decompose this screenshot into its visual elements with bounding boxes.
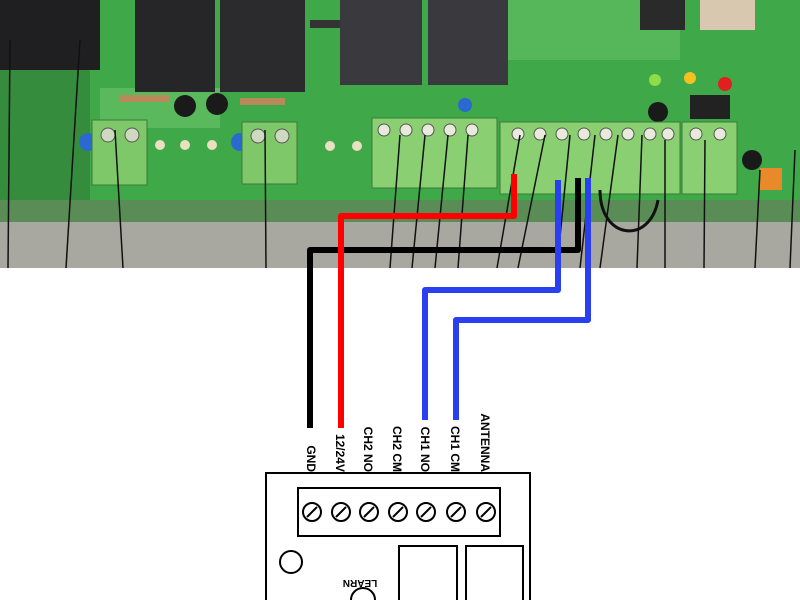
learn-button[interactable] — [350, 587, 376, 600]
resistor — [240, 98, 285, 105]
diode — [310, 20, 340, 28]
pin — [325, 141, 335, 151]
screw-slot — [363, 506, 375, 518]
capacitor — [206, 93, 228, 115]
led-green — [649, 74, 661, 86]
terminal-screw — [274, 128, 290, 144]
terminal-screw — [100, 127, 116, 143]
pin — [207, 140, 217, 150]
pin — [180, 140, 190, 150]
dip-switch — [700, 0, 755, 30]
wire-power — [338, 174, 517, 428]
resistor — [120, 95, 170, 102]
screw-slot — [480, 506, 492, 518]
wire-gnd — [307, 178, 581, 428]
terminal-block-mid — [241, 121, 298, 185]
terminal-label: CH2 NO — [361, 427, 375, 472]
terminal-screw — [124, 127, 140, 143]
terminal-label: 12/24V — [333, 434, 347, 472]
terminal-label: CH1 CM — [448, 426, 462, 472]
mounting-hole — [279, 550, 303, 574]
wires — [307, 174, 591, 428]
terminal-label: ANTENNA — [478, 413, 492, 472]
led-yellow — [684, 72, 696, 84]
terminal-label: CH1 NO — [418, 427, 432, 472]
capacitor — [648, 102, 668, 122]
screw-slot — [450, 506, 462, 518]
screw-slot — [392, 506, 404, 518]
pin — [352, 141, 362, 151]
terminal-label: CH2 CM — [390, 426, 404, 472]
pcb-silk-area — [0, 60, 90, 200]
learn-label: LEARN — [343, 577, 377, 588]
chip — [640, 0, 685, 30]
led-red — [718, 77, 732, 91]
relay — [135, 0, 215, 92]
capacitor — [742, 150, 762, 170]
connector-orange — [760, 168, 782, 190]
terminal-label: GND — [304, 445, 318, 472]
relay — [428, 0, 508, 85]
screw-slot — [335, 506, 347, 518]
relay — [340, 0, 422, 85]
screw-slot — [420, 506, 432, 518]
relay — [220, 0, 305, 92]
wire-ch1-no — [422, 180, 561, 420]
chip — [690, 95, 730, 119]
relay-outline — [465, 545, 524, 600]
relay-outline — [398, 545, 458, 600]
terminal-screw — [250, 128, 266, 144]
board-black-loop — [598, 189, 660, 233]
capacitor — [458, 98, 472, 112]
terminal-labels: GND 12/24V CH2 NO CH2 CM CH1 NO CH1 CM ANTENNA — [304, 413, 492, 472]
pcb-edge-shadow — [0, 200, 800, 222]
terminal-strip-screws — [377, 123, 727, 141]
pcb-edge — [0, 215, 800, 268]
pin — [155, 140, 165, 150]
capacitor — [174, 95, 196, 117]
control-board-photo — [0, 0, 800, 269]
module-screws — [302, 502, 496, 522]
screw-slot — [306, 506, 318, 518]
relay — [0, 0, 100, 70]
terminal-block-left — [91, 119, 148, 186]
receiver-module: LEARN — [265, 472, 531, 600]
wire-ch1-cm — [453, 178, 591, 420]
